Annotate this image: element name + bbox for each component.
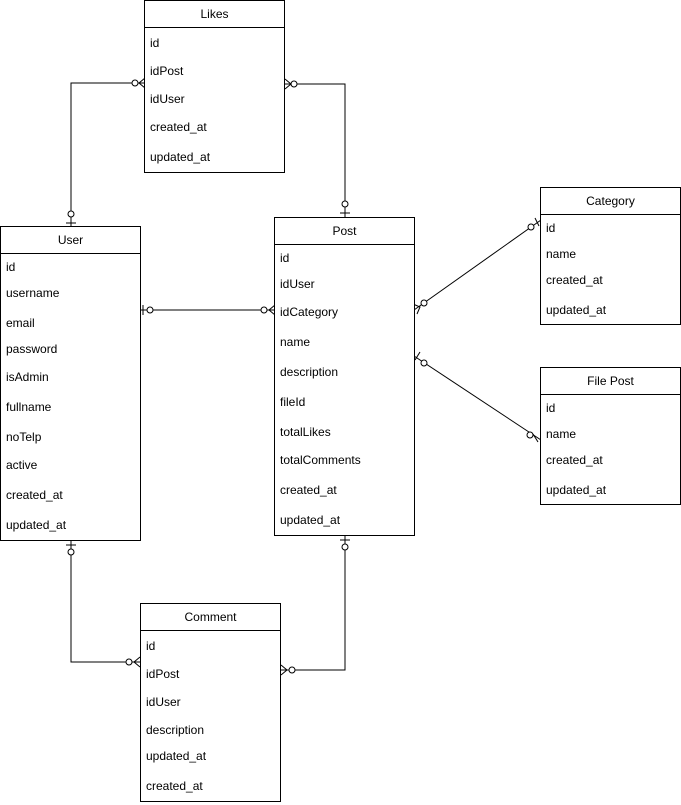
edge-post-comment[interactable] bbox=[280, 536, 350, 676]
attribute: updated_at bbox=[546, 483, 607, 497]
entity-post[interactable]: Post id idUser idCategory name descripti… bbox=[274, 217, 415, 536]
entity-comment[interactable]: Comment id idPost idUser description upd… bbox=[140, 603, 281, 802]
attribute: id bbox=[150, 36, 160, 50]
attribute: updated_at bbox=[546, 303, 607, 317]
attribute: fullname bbox=[6, 400, 52, 414]
attribute: name bbox=[546, 427, 577, 441]
attribute: updated_at bbox=[150, 150, 211, 164]
attribute: updated_at bbox=[146, 749, 207, 763]
attribute: created_at bbox=[280, 483, 337, 497]
attribute: idPost bbox=[150, 64, 184, 78]
attribute: idUser bbox=[150, 92, 185, 106]
attribute: updated_at bbox=[6, 518, 67, 532]
attribute: updated_at bbox=[280, 513, 341, 527]
attribute: id bbox=[280, 251, 290, 265]
attribute: fileId bbox=[280, 395, 306, 409]
attribute: created_at bbox=[6, 488, 63, 502]
attribute: created_at bbox=[546, 453, 603, 467]
attribute: idUser bbox=[146, 695, 181, 709]
edge-user-comment[interactable] bbox=[66, 541, 141, 668]
attribute: username bbox=[6, 286, 60, 300]
attribute: idCategory bbox=[280, 305, 339, 319]
edge-post-category[interactable] bbox=[412, 217, 542, 315]
attribute: isAdmin bbox=[6, 370, 49, 384]
attribute: id bbox=[146, 639, 156, 653]
entity-title: Comment bbox=[141, 604, 280, 631]
attribute: password bbox=[6, 342, 58, 356]
attribute: id bbox=[546, 401, 556, 415]
attribute: created_at bbox=[150, 120, 207, 134]
entity-likes[interactable]: Likes id idPost idUser created_at update… bbox=[144, 0, 285, 173]
attribute: name bbox=[546, 247, 577, 261]
entity-title: Category bbox=[541, 188, 680, 215]
attribute: totalComments bbox=[280, 453, 361, 467]
attribute: description bbox=[146, 723, 205, 737]
attribute: noTelp bbox=[6, 430, 42, 444]
attribute: idPost bbox=[146, 667, 180, 681]
attribute: name bbox=[280, 335, 311, 349]
attribute: active bbox=[6, 458, 38, 472]
entity-title: Likes bbox=[145, 1, 284, 28]
entity-title: File Post bbox=[541, 368, 680, 395]
entity-category[interactable]: Category id name created_at updated_at bbox=[540, 187, 681, 325]
edge-post-filepost[interactable] bbox=[413, 351, 542, 443]
attribute: id bbox=[6, 260, 16, 274]
attribute: idUser bbox=[280, 277, 315, 291]
entity-title: User bbox=[1, 227, 140, 254]
entity-title: Post bbox=[275, 218, 414, 245]
attribute: description bbox=[280, 365, 339, 379]
attribute: created_at bbox=[146, 779, 203, 793]
attribute: created_at bbox=[546, 273, 603, 287]
attribute: id bbox=[546, 221, 556, 235]
edge-user-post[interactable] bbox=[140, 304, 276, 316]
entity-user[interactable]: User id username email password isAdmin … bbox=[0, 226, 141, 541]
attribute: totalLikes bbox=[280, 425, 331, 439]
edge-user-likes[interactable] bbox=[66, 77, 146, 226]
edge-post-likes[interactable] bbox=[284, 78, 350, 217]
attribute: email bbox=[6, 316, 35, 330]
entity-file-post[interactable]: File Post id name created_at updated_at bbox=[540, 367, 681, 505]
